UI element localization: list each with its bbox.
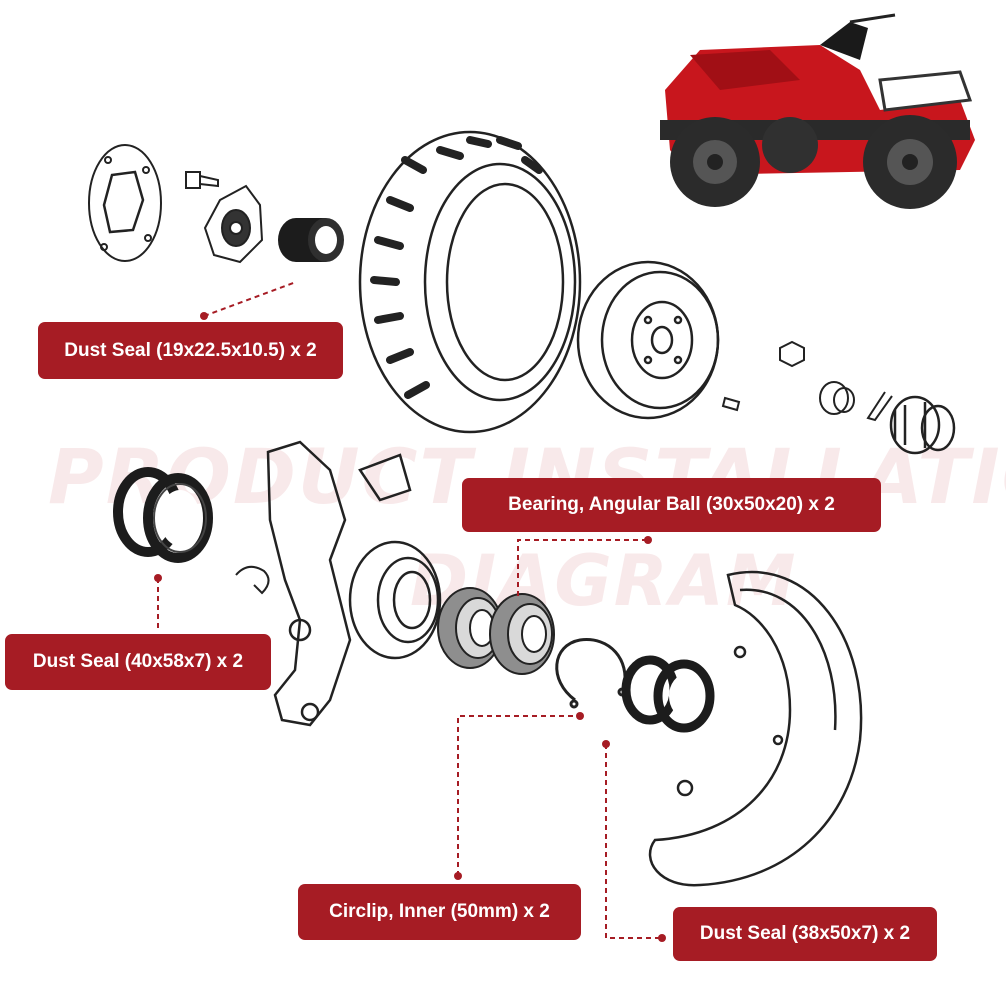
bolt (185, 171, 219, 189)
label-dust-seal-knuckle: Dust Seal (40x58x7) x 2 (5, 634, 271, 690)
leader-dust-seal-hub (605, 744, 662, 939)
atv-photo (660, 13, 975, 209)
axle-hub (889, 395, 956, 455)
dust-seal-small (278, 218, 344, 262)
label-circlip: Circlip, Inner (50mm) x 2 (298, 884, 581, 940)
wheel-rim (576, 260, 720, 420)
brake-disc (88, 144, 162, 262)
dust-seal-knuckle (113, 467, 213, 563)
leader-circlip (457, 715, 580, 876)
label-dust-seal-hub: Dust Seal (38x50x7) x 2 (673, 907, 937, 961)
cotter-pin (866, 391, 893, 422)
hub-flange (203, 184, 264, 264)
label-bearing: Bearing, Angular Ball (30x50x20) x 2 (462, 478, 881, 532)
clip (235, 565, 270, 595)
brake-shield (648, 570, 863, 887)
label-dust-seal-small: Dust Seal (19x22.5x10.5) x 2 (38, 322, 343, 379)
dust-seal-hub (621, 655, 715, 733)
leader-bearing (517, 539, 648, 596)
lug-nut (779, 340, 805, 368)
leader-dust-seal-small (203, 281, 297, 317)
steering-knuckle (266, 440, 442, 727)
leader-dots (154, 312, 666, 942)
tire (358, 130, 582, 434)
leader-lines (157, 281, 662, 939)
valve-stem (721, 396, 741, 412)
circlip (555, 638, 627, 709)
bearing (437, 587, 555, 675)
castle-nut (819, 381, 855, 415)
